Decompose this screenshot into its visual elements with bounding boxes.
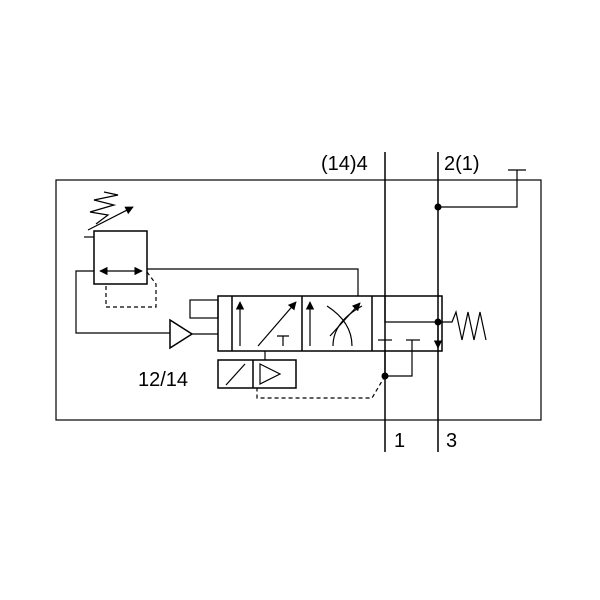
- pilot-feed-line: [75, 270, 170, 334]
- internal-connection: [384, 296, 438, 323]
- junction-dot: [434, 203, 442, 211]
- return-spring: [442, 309, 487, 341]
- pressure-regulator-box: [93, 230, 148, 285]
- blocked-port-symbol: [277, 335, 289, 346]
- port-label-14-4: (14)4: [321, 153, 368, 175]
- manual-override-button: [189, 299, 219, 319]
- adjust-arrow: [87, 206, 134, 231]
- solenoid-coil-slash: [225, 363, 246, 386]
- solenoid-pilot-dashed: [256, 375, 386, 399]
- port-label-3: 3: [446, 430, 457, 452]
- vent-branch-line: [438, 170, 518, 208]
- pilot-label: 12/14: [138, 369, 188, 391]
- pilot-supply-line: [147, 268, 359, 296]
- solenoid-box: [217, 359, 297, 389]
- adjustable-spring: [89, 191, 119, 225]
- junction-dot: [381, 372, 389, 380]
- port-1-connection: [384, 340, 413, 377]
- adjustable-arrow: [329, 302, 361, 337]
- regulator-pilot-dashed: [105, 271, 157, 308]
- port-label-2-1: 2(1): [444, 153, 480, 175]
- pilot-amplifier-icon: [169, 318, 194, 350]
- port-label-1: 1: [394, 430, 405, 452]
- valve-housing-outline: [55, 179, 542, 421]
- pilot-operator-triangle: [259, 363, 282, 385]
- flow-arrow: [257, 301, 297, 347]
- valve-body: [217, 295, 443, 352]
- throttle-curve: [326, 305, 353, 347]
